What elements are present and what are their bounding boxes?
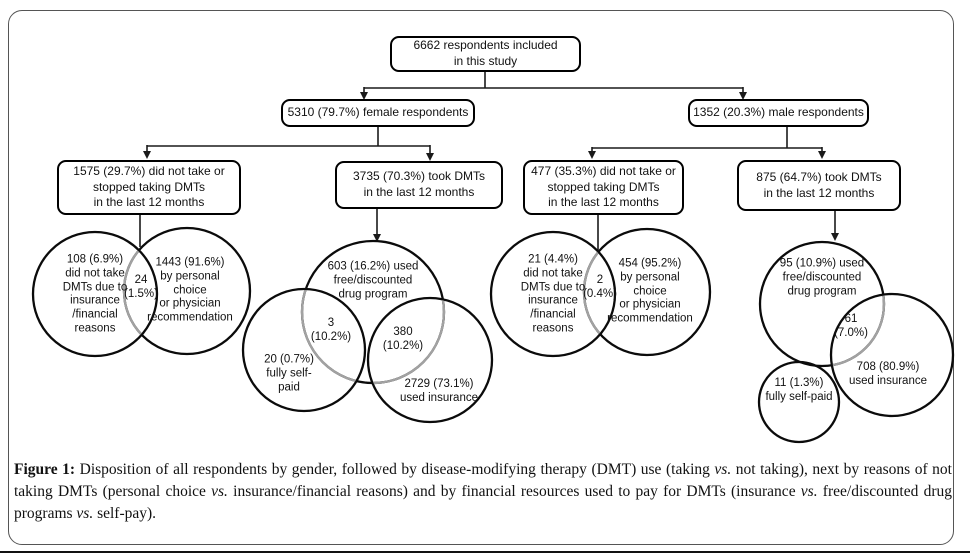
venn-label-female-used-insurance: 2729 (73.1%) used insurance bbox=[400, 378, 478, 404]
venn-label-male-free-insurance-overlap: 61 (7.0%) bbox=[834, 313, 868, 339]
venn-label-male-insurance-reasons: 21 (4.4%) did not take DMTs due to insur… bbox=[520, 253, 586, 335]
figure-caption: Figure 1: Disposition of all respondents… bbox=[14, 461, 952, 522]
venn-label-female-free-program: 603 (16.2%) used free/discounted drug pr… bbox=[327, 260, 419, 300]
venn-label-female-free-self-overlap: 3 (10.2%) bbox=[310, 317, 352, 343]
venn-label-male-self-paid: 11 (1.3%) fully self-paid bbox=[765, 377, 833, 403]
flow-node-total-respondents: 6662 respondents included in this study bbox=[390, 36, 581, 72]
flow-node-female-respondents: 5310 (79.7%) female respondents bbox=[281, 99, 475, 127]
page-divider-line bbox=[0, 551, 970, 554]
venn-label-male-free-program: 95 (10.9%) used free/discounted drug pro… bbox=[779, 257, 865, 297]
flow-node-male-no-dmt: 477 (35.3%) did not take or stopped taki… bbox=[523, 160, 684, 215]
venn-label-female-insurance-reasons: 108 (6.9%) did not take DMTs due to insu… bbox=[62, 253, 128, 335]
flow-node-male-took-dmt: 875 (64.7%) took DMTs in the last 12 mon… bbox=[737, 160, 901, 211]
flow-node-female-took-dmt: 3735 (70.3%) took DMTs in the last 12 mo… bbox=[335, 161, 503, 209]
venn-label-male-used-insurance: 708 (80.9%) used insurance bbox=[849, 361, 927, 387]
venn-label-male-reasons-overlap: 2 (0.4%) bbox=[583, 274, 617, 300]
flow-node-female-no-dmt: 1575 (29.7%) did not take or stopped tak… bbox=[57, 160, 241, 215]
figure-frame bbox=[8, 10, 954, 545]
venn-label-female-reasons-overlap: 24 (1.5%) bbox=[124, 274, 158, 300]
venn-label-female-personal-choice: 1443 (91.6%) by personal choice or physi… bbox=[147, 256, 233, 324]
venn-label-male-personal-choice: 454 (95.2%) by personal choice or physic… bbox=[607, 257, 693, 325]
caption-figure-label: Figure 1: bbox=[14, 461, 76, 478]
flow-node-male-respondents: 1352 (20.3%) male respondents bbox=[688, 99, 869, 127]
venn-label-female-free-insurance-overlap: 380 (10.2%) bbox=[382, 326, 424, 352]
venn-label-female-self-paid: 20 (0.7%) fully self- paid bbox=[264, 353, 314, 393]
